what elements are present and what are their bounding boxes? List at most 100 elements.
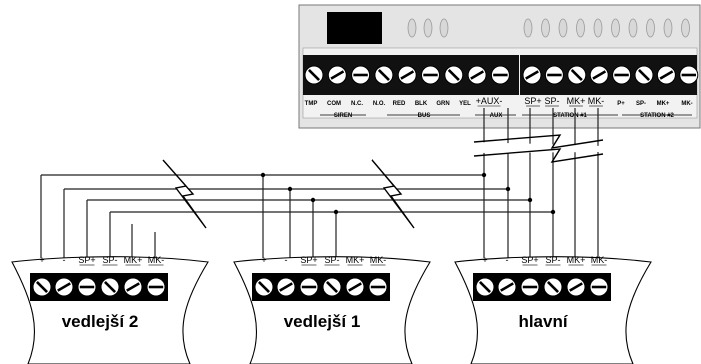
station-terminal-block — [252, 273, 390, 301]
terminal-screw — [351, 65, 371, 85]
terminal-screw — [254, 277, 274, 297]
panel-screws — [304, 65, 699, 85]
terminal-screw — [322, 277, 342, 297]
station-terminal-label: MK+ — [346, 255, 365, 265]
terminal-screw — [543, 277, 563, 297]
station-terminal-label: - — [285, 255, 288, 265]
terminal-screw — [368, 277, 388, 297]
terminal-screw — [589, 277, 609, 297]
station-3: + - SP+ SP- MK+ MK-hlavní — [454, 255, 652, 364]
led-indicator — [663, 18, 673, 38]
panel-terminal-label: GRN — [436, 101, 449, 107]
station-terminal-block — [30, 273, 168, 301]
led-indicator — [611, 18, 620, 38]
group-label-siren: SIREN — [334, 113, 352, 119]
terminal-screw — [544, 65, 564, 85]
led-indicator — [423, 18, 433, 38]
led-indicator — [628, 18, 638, 38]
terminal-screw — [421, 65, 440, 85]
terminal-screw — [327, 65, 347, 85]
terminal-screw — [54, 277, 74, 297]
terminal-screw — [497, 277, 517, 297]
terminal-screw — [612, 65, 632, 85]
terminal-screw — [656, 65, 676, 85]
panel-terminal-label: SP- — [544, 96, 559, 106]
terminal-screw — [32, 277, 52, 297]
panel-terminal-label: MK- — [681, 101, 692, 107]
station-terminal-label: SP+ — [78, 255, 95, 265]
led-indicator — [407, 18, 417, 38]
led-indicator — [681, 18, 690, 38]
panel-terminal-label: MK+ — [657, 101, 670, 107]
station-terminal-label: SP- — [324, 255, 339, 265]
wires — [40, 108, 599, 258]
station-1: +-SP+SP-MK+MK-vedlejší 2 — [11, 255, 209, 364]
led-indicator — [558, 18, 568, 38]
terminal-screw — [299, 277, 319, 297]
station-terminal-label: - — [63, 255, 66, 265]
panel-terminal-label: COM — [327, 101, 341, 107]
station-terminal-label: + — [39, 255, 44, 265]
terminal-screw — [123, 277, 143, 297]
station-terminal-label: MK- — [148, 255, 165, 265]
station-terminal-label: SP- — [545, 255, 560, 265]
wire-break-marks — [162, 134, 604, 229]
panel-terminal-label: SP- — [636, 101, 646, 107]
terminal-screw — [679, 65, 699, 85]
terminal-screw — [522, 65, 542, 85]
panel-terminal-label: +AUX- — [476, 96, 503, 106]
station-terminal-label: MK+ — [124, 255, 143, 265]
station-terminal-label: SP+ — [300, 255, 317, 265]
group-label-bus: BUS — [418, 113, 431, 119]
terminal-screw — [467, 65, 487, 85]
panel-terminal-label: MK- — [588, 96, 605, 106]
station-terminal-label: MK+ — [567, 255, 586, 265]
panel-terminal-label: P+ — [617, 101, 625, 107]
station-housing — [233, 256, 431, 364]
station-name: vedlejší 2 — [62, 312, 139, 331]
station-name: vedlejší 1 — [284, 312, 361, 331]
terminal-screw — [77, 277, 97, 297]
station-terminal-label: + — [261, 255, 266, 265]
terminal-screw — [520, 277, 540, 297]
panel-terminal-label: MK+ — [567, 96, 586, 106]
intercom-stations: + - SP+ SP- MK+ MK-vedlejší 2 + - SP+ SP- MK+ MK-ve… — [11, 255, 652, 364]
station-terminal-label: SP+ — [521, 255, 538, 265]
panel-terminal-label: N.O. — [373, 101, 386, 107]
terminal-screw — [444, 65, 464, 85]
terminal-screw — [100, 277, 120, 297]
terminal-screw — [397, 65, 417, 85]
station-name: hlavní — [518, 312, 568, 331]
terminal-screw — [345, 277, 365, 297]
led-indicator — [523, 18, 533, 38]
station-2: + - SP+ SP- MK+ MK-vedlejší 1 — [233, 255, 431, 364]
station-terminal-label: - — [506, 255, 509, 265]
terminal-screw — [304, 65, 324, 85]
station-terminal-label: MK- — [591, 255, 608, 265]
station-housing — [454, 256, 652, 364]
terminal-screw — [374, 65, 394, 85]
led-indicator — [646, 18, 655, 38]
led-row — [407, 18, 690, 38]
group-label-aux: AUX — [490, 113, 503, 119]
terminal-screw — [567, 65, 587, 85]
panel-terminal-label: N.C. — [351, 101, 363, 107]
panel-terminal-label: YEL — [459, 101, 471, 107]
terminal-screw — [276, 277, 296, 297]
station-terminal-label: + — [482, 255, 487, 265]
panel-terminal-label: TMP — [305, 101, 318, 107]
display-window — [327, 12, 382, 44]
group-label-station-1: STATION #1 — [553, 113, 587, 119]
terminal-screw — [475, 277, 495, 297]
terminal-screw — [490, 65, 510, 85]
led-indicator — [541, 18, 550, 38]
terminal-screw — [589, 65, 609, 85]
station-terminal-block — [473, 273, 611, 301]
led-indicator — [593, 18, 603, 38]
station-terminal-label: MK- — [370, 255, 387, 265]
led-indicator — [576, 18, 585, 38]
junction-dots — [260, 172, 556, 215]
terminal-screw — [634, 65, 654, 85]
